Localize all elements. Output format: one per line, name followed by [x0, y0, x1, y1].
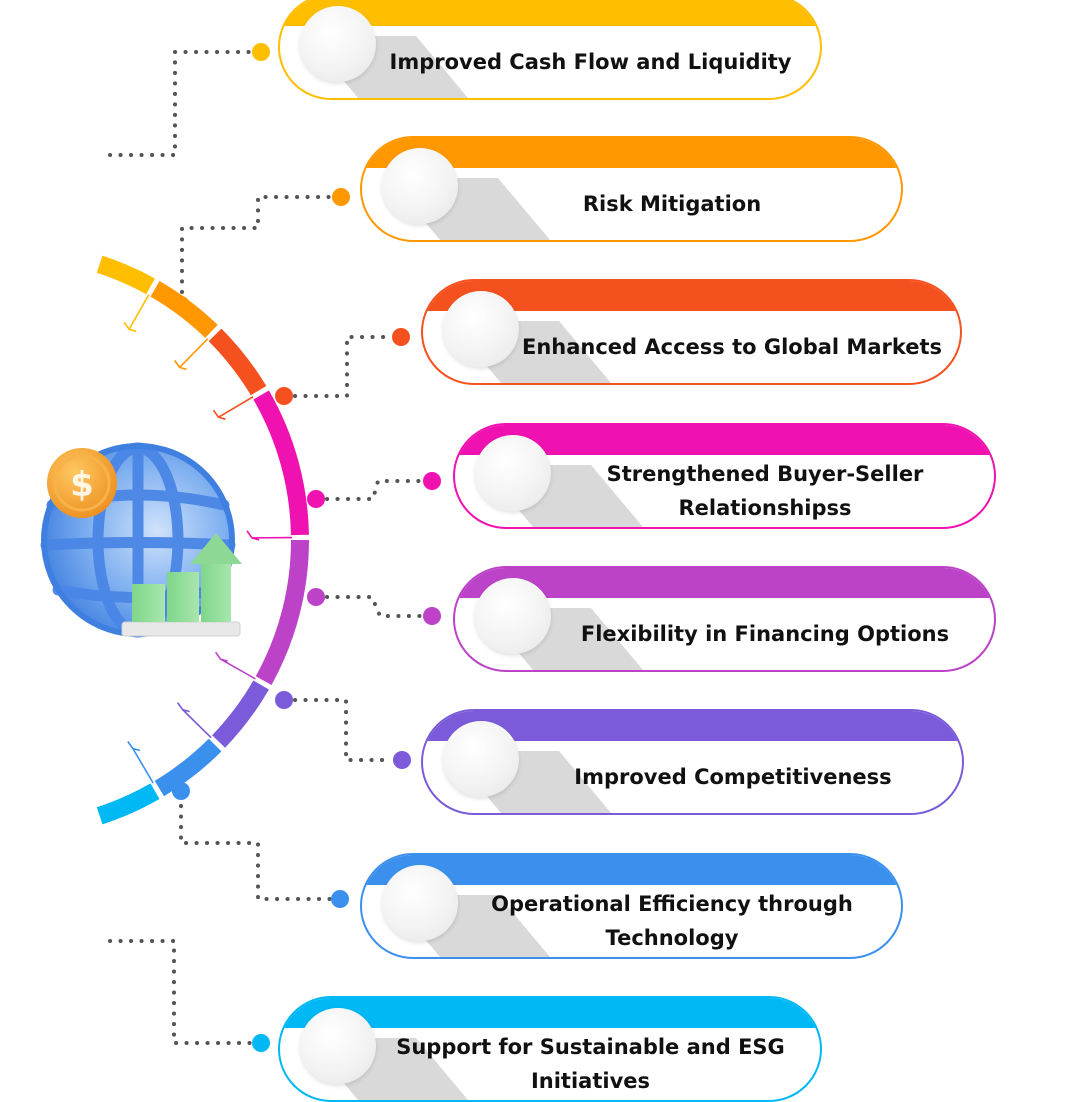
connector-dot — [172, 782, 190, 800]
card-disc-icon — [382, 865, 458, 941]
benefit-card: Improved Cash Flow and Liquidity — [278, 0, 822, 100]
connector-dot — [252, 1034, 270, 1052]
dotted-connector — [293, 698, 394, 762]
connector-dot — [307, 490, 325, 508]
arc-segment — [255, 539, 309, 685]
benefit-label: Operational Efficiency through Technolog… — [491, 892, 853, 950]
card-color-band — [362, 138, 901, 168]
dollar-coin-icon: $ — [47, 448, 117, 518]
benefit-card: Support for Sustainable and ESG Initiati… — [278, 996, 822, 1102]
card-disc-icon — [382, 148, 458, 224]
dotted-connector — [325, 595, 424, 618]
arc-arrow-icon — [127, 741, 154, 784]
benefit-label: Flexibility in Financing Options — [580, 622, 950, 646]
arc-arrow-icon — [176, 702, 212, 739]
connector-dot — [423, 472, 441, 490]
benefit-label: Enhanced Access to Global Markets — [521, 335, 943, 359]
arc-arrow-icon — [123, 294, 150, 333]
connector-dot — [393, 751, 411, 769]
benefit-card: Strengthened Buyer-Seller Relationshipss — [453, 423, 996, 529]
connector-dot — [307, 588, 325, 606]
card-color-band — [280, 998, 820, 1028]
benefit-card: Operational Efficiency through Technolog… — [360, 853, 903, 959]
connector-dot — [332, 188, 350, 206]
arc-segment — [208, 328, 267, 396]
dotted-connector — [293, 335, 394, 398]
dotted-connector — [325, 479, 424, 501]
benefit-card: Enhanced Access to Global Markets — [421, 279, 962, 385]
benefit-card: Improved Competitiveness — [421, 709, 964, 815]
benefit-card: Flexibility in Financing Options — [453, 566, 996, 672]
arc-segment — [212, 680, 269, 748]
dotted-connector — [108, 939, 252, 1045]
card-color-band — [455, 425, 994, 455]
card-color-band — [423, 711, 962, 741]
benefit-label: Improved Competitiveness — [574, 765, 892, 789]
benefit-label: Strengthened Buyer-Seller Relationshipss — [606, 462, 924, 520]
dollar-sign: $ — [70, 465, 94, 505]
card-disc-icon — [475, 578, 551, 654]
arc-arrow-icon — [173, 338, 209, 371]
connector-dot — [392, 328, 410, 346]
segmented-arc — [96, 255, 309, 825]
card-color-band — [455, 568, 994, 598]
arc-segment — [253, 390, 309, 536]
connector-dot — [252, 43, 270, 61]
arc-segment — [154, 738, 222, 797]
card-color-band — [280, 0, 820, 26]
bar-chart-growth-icon — [121, 533, 242, 637]
benefit-label: Improved Cash Flow and Liquidity — [389, 50, 792, 74]
card-color-band — [423, 281, 960, 311]
arc-segment — [96, 783, 160, 825]
dotted-connector — [180, 195, 332, 294]
arc-arrow-icon — [212, 396, 254, 420]
card-disc-icon — [475, 435, 551, 511]
connector-dot — [275, 691, 293, 709]
card-disc-icon — [300, 1008, 376, 1084]
center-illustration: $ — [40, 442, 242, 638]
connector-dot — [172, 296, 190, 314]
card-disc-icon — [443, 291, 519, 367]
arc-arrow-icon — [246, 530, 292, 541]
dotted-connector — [108, 50, 252, 157]
connector-dot — [331, 890, 349, 908]
connector-dot — [275, 387, 293, 405]
arc-arrow-icon — [214, 651, 256, 680]
connector-dot — [423, 607, 441, 625]
arc-segment — [96, 255, 155, 295]
card-disc-icon — [300, 6, 376, 82]
benefit-label: Support for Sustainable and ESG Initiati… — [396, 1035, 785, 1093]
card-color-band — [362, 855, 901, 885]
up-arrow-icon — [190, 533, 242, 622]
dotted-connector — [179, 804, 332, 901]
card-disc-icon — [443, 721, 519, 797]
benefit-label: Risk Mitigation — [582, 192, 762, 216]
dotted-connectors — [108, 43, 441, 1052]
benefit-card: Risk Mitigation — [360, 136, 903, 242]
